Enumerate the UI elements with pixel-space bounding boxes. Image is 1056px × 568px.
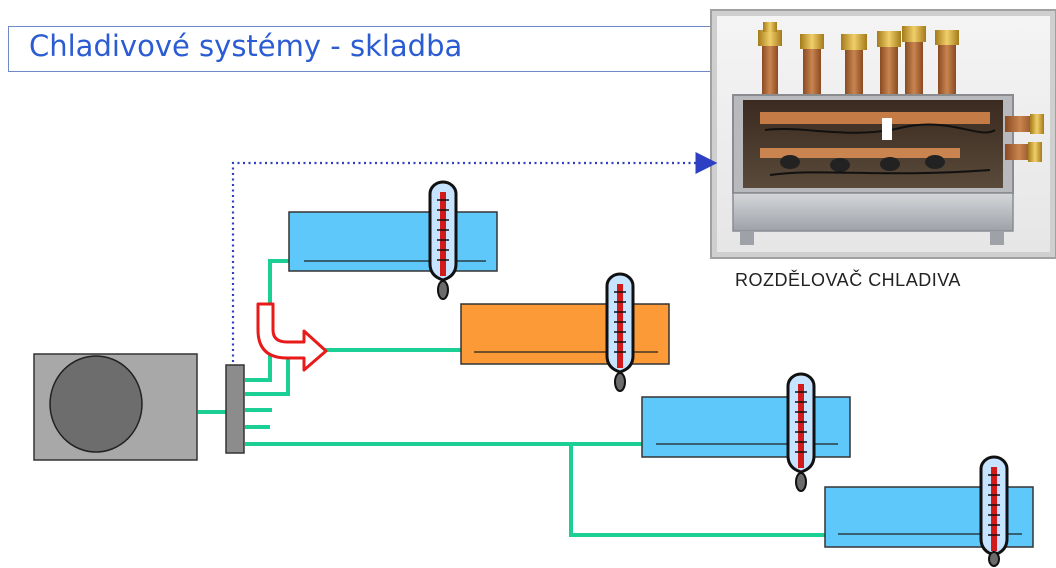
thermometer-icon	[786, 372, 816, 492]
flow-arrow	[256, 302, 328, 372]
thermometer-icon	[979, 455, 1009, 567]
indoor-unit-3	[641, 396, 851, 458]
photo-caption: ROZDĚLOVAČ CHLADIVA	[735, 270, 961, 290]
indoor-unit-1	[288, 211, 498, 272]
page-title: Chladivové systémy - skladba	[29, 29, 463, 63]
thermometer-icon	[428, 180, 458, 300]
distributor-photo	[710, 9, 1056, 259]
title-bar: Chladivové systémy - skladba	[8, 26, 728, 72]
control-link-line	[231, 152, 718, 362]
refrigerant-pipes	[198, 259, 826, 537]
distributor-block	[225, 364, 245, 454]
outdoor-unit	[33, 353, 198, 461]
pipe-fittings	[758, 22, 959, 98]
thermometer-icon	[605, 272, 635, 392]
indoor-unit-2	[460, 303, 670, 365]
